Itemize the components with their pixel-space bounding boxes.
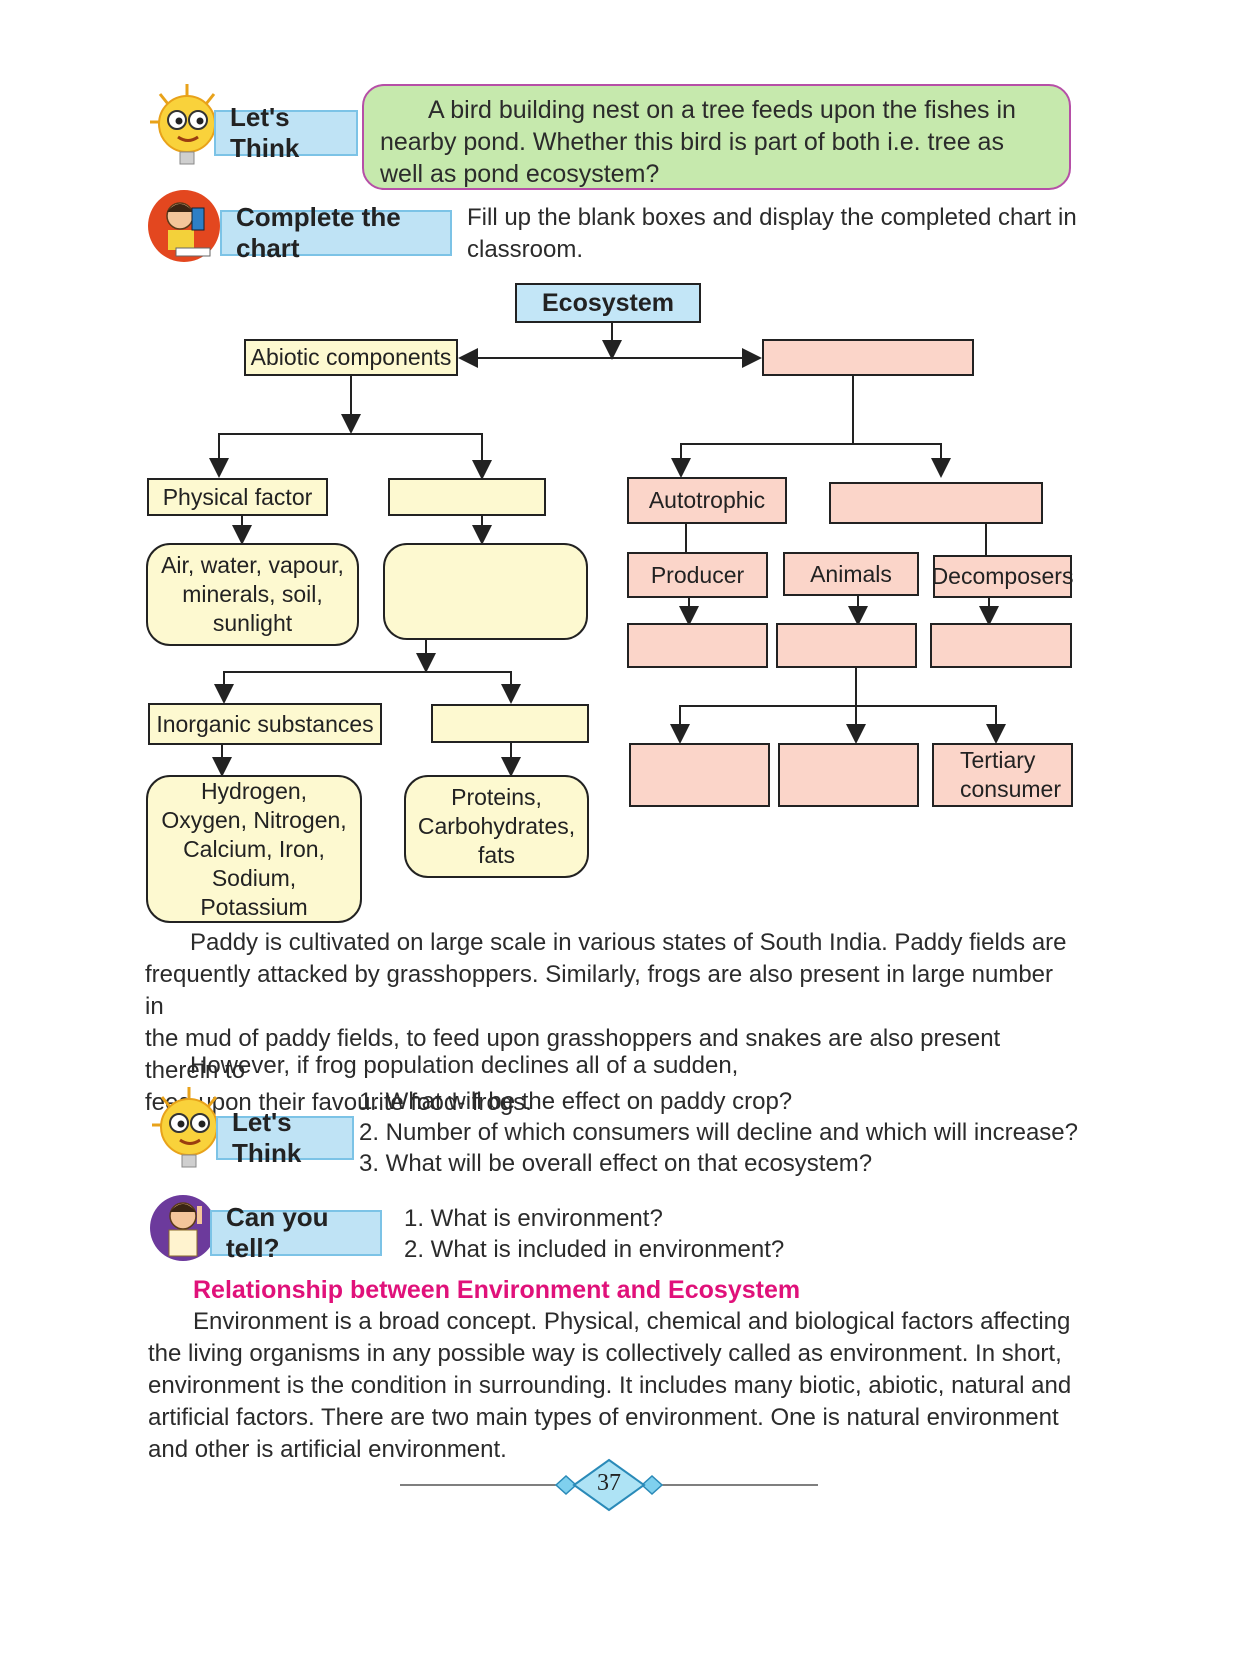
decomposers-example-blank-box xyxy=(930,623,1072,668)
lets-think-label-2: Let's Think xyxy=(232,1107,302,1168)
complete-the-chart-tag: Complete the chart xyxy=(220,202,452,263)
ecosystem-box: Ecosystem xyxy=(515,283,701,323)
animals-box: Animals xyxy=(783,552,919,596)
can-you-tell-tag: Can you tell? xyxy=(210,1202,382,1263)
lets-think-questions: 1. What will be the effect on paddy crop… xyxy=(359,1086,1079,1179)
tertiary-consumer-box: Tertiary consumer xyxy=(932,743,1073,807)
decomposers-box: Decomposers xyxy=(932,555,1073,598)
env-line-1: Environment is a broad concept. Physical… xyxy=(193,1308,1071,1335)
lets-think-tag: Let's Think xyxy=(214,102,358,163)
paddy-line-1: Paddy is cultivated on large scale in va… xyxy=(190,929,1067,956)
tell-question-2: 2. What is included in environment? xyxy=(404,1236,785,1263)
think-question-1: 1. What will be the effect on paddy crop… xyxy=(359,1088,793,1115)
complete-the-chart-label: Complete the chart xyxy=(236,202,401,263)
environment-paragraph: Environment is a broad concept. Physical… xyxy=(148,1306,1078,1466)
paddy-line-2: frequently attacked by grasshoppers. Sim… xyxy=(145,961,1054,1020)
abiotic-components-box: Abiotic components xyxy=(244,339,458,376)
secondary-consumer-blank-box xyxy=(778,743,919,807)
autotrophic-box: Autotrophic xyxy=(627,477,787,524)
tell-question-1: 1. What is environment? xyxy=(404,1205,663,1232)
chemical-examples-blank-box xyxy=(383,543,588,640)
biotic-blank-box xyxy=(762,339,974,376)
heterotrophic-blank-box xyxy=(829,482,1043,524)
inorganic-substances-box: Inorganic substances xyxy=(148,703,382,745)
frog-decline-text: However, if frog population declines all… xyxy=(190,1052,739,1079)
paddy-line-3: the mud of paddy fields, to feed upon gr… xyxy=(145,1025,1001,1084)
lets-think-tag-2: Let's Think xyxy=(216,1107,354,1168)
producer-example-blank-box xyxy=(627,623,768,668)
lets-think-question: A bird building nest on a tree feeds upo… xyxy=(380,96,1016,188)
chart-instruction: Fill up the blank boxes and display the … xyxy=(467,204,1077,263)
primary-consumer-blank-box xyxy=(629,743,770,807)
physical-examples-box: Air, water, vapour, minerals, soil, sunl… xyxy=(146,543,359,646)
think-question-2: 2. Number of which consumers will declin… xyxy=(359,1119,1078,1146)
can-you-tell-label: Can you tell? xyxy=(226,1202,329,1263)
env-line-3: environment is the condition in surround… xyxy=(148,1372,1072,1399)
organic-blank-box xyxy=(431,704,589,743)
section-heading: Relationship between Environment and Eco… xyxy=(193,1276,801,1304)
page-number: 37 xyxy=(597,1470,621,1496)
lets-think-question-bubble: A bird building nest on a tree feeds upo… xyxy=(362,84,1071,190)
organic-examples-box: Proteins, Carbohydrates, fats xyxy=(404,775,589,878)
env-line-5: and other is artificial environment. xyxy=(148,1436,507,1463)
animals-example-blank-box xyxy=(776,623,917,668)
can-you-tell-questions: 1. What is environment? 2. What is inclu… xyxy=(404,1203,1004,1265)
env-line-2: the living organisms in any possible way… xyxy=(148,1340,1062,1367)
chemical-factor-blank-box xyxy=(388,478,546,516)
inorganic-examples-box: Hydrogen, Oxygen, Nitrogen, Calcium, Iro… xyxy=(146,775,362,923)
thinking-sun-mascot xyxy=(148,82,226,168)
physical-factor-box: Physical factor xyxy=(147,478,328,516)
think-question-3: 3. What will be overall effect on that e… xyxy=(359,1150,873,1177)
env-line-4: artificial factors. There are two main t… xyxy=(148,1404,1059,1431)
lets-think-label: Let's Think xyxy=(230,102,300,163)
producer-box: Producer xyxy=(627,552,768,598)
pointing-boy-icon xyxy=(147,1190,219,1262)
reading-boy-icon xyxy=(146,188,222,264)
paddy-paragraph: Paddy is cultivated on large scale in va… xyxy=(145,927,1075,1119)
